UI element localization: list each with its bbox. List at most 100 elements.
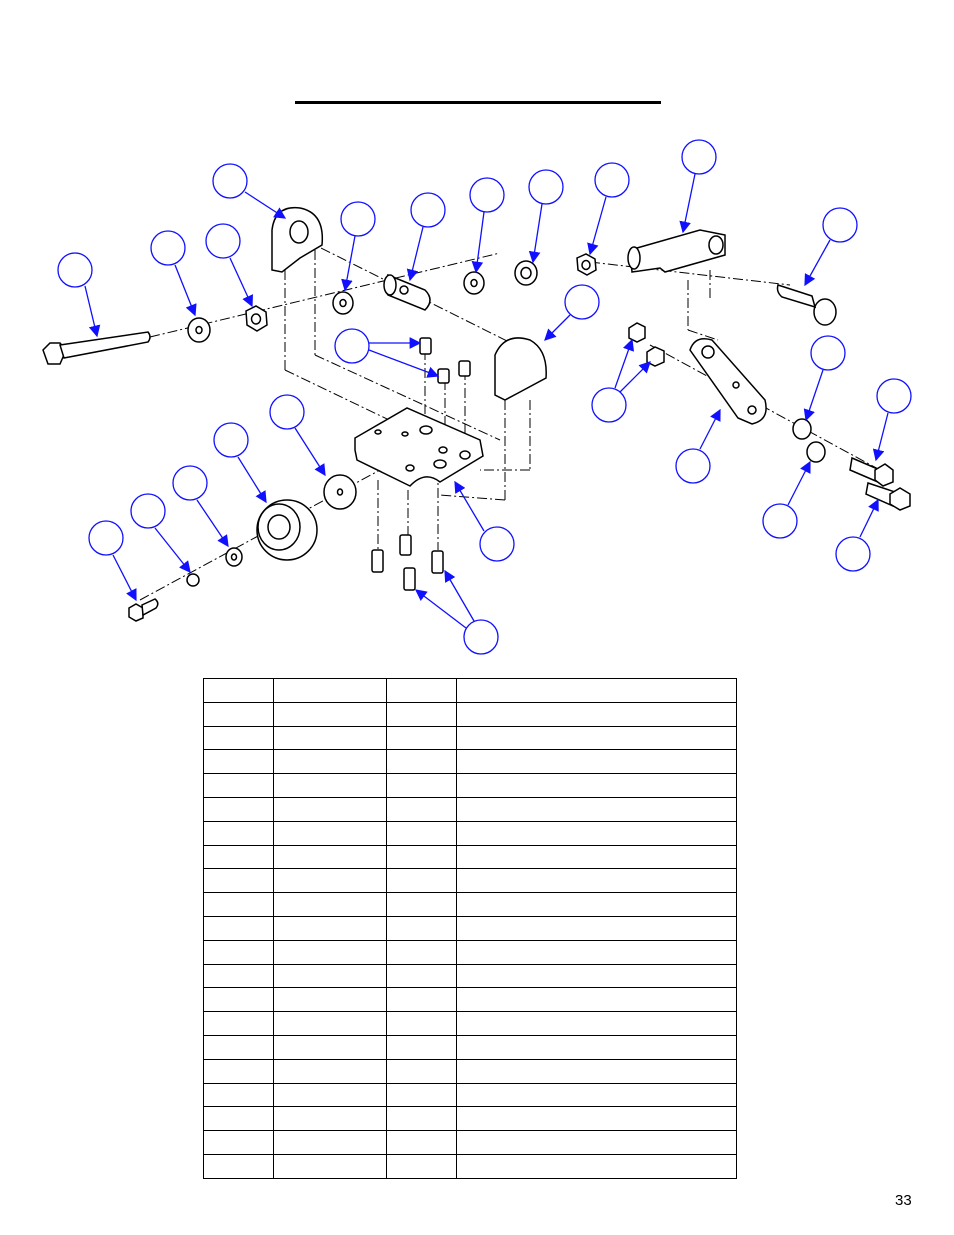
callout-balloons	[57, 139, 912, 655]
table-row	[203, 1034, 737, 1060]
table-cell	[273, 701, 387, 727]
table-cell	[386, 1034, 457, 1060]
table-cell	[273, 1153, 387, 1179]
table-cell	[273, 1034, 387, 1060]
table-cell	[386, 915, 457, 941]
table-cell	[456, 1130, 737, 1155]
table-row	[203, 868, 737, 894]
table-cell	[273, 1011, 387, 1036]
table-cell	[273, 1130, 387, 1155]
table-row	[203, 796, 737, 822]
table-cell	[273, 1106, 387, 1132]
table-row	[203, 1082, 737, 1108]
table-row	[203, 1130, 737, 1155]
table-cell	[273, 1058, 387, 1084]
table-cell	[456, 725, 737, 751]
table-cell	[456, 892, 737, 917]
table-row	[203, 725, 737, 751]
table-row	[203, 749, 737, 775]
table-row	[203, 987, 737, 1013]
table-cell	[273, 963, 387, 989]
table-row	[203, 1106, 737, 1132]
table-cell	[386, 939, 457, 965]
table-row	[203, 701, 737, 727]
table-cell	[273, 773, 387, 798]
table-cell	[203, 892, 274, 917]
table-cell	[203, 749, 274, 775]
table-cell	[386, 1058, 457, 1084]
table-cell	[273, 987, 387, 1013]
table-cell	[203, 915, 274, 941]
exploded-assembly-diagram	[42, 139, 912, 655]
table-cell	[203, 963, 274, 989]
table-cell	[203, 1082, 274, 1108]
table-cell	[456, 701, 737, 727]
table-cell	[456, 1153, 737, 1179]
table-cell	[456, 844, 737, 870]
table-cell	[273, 1082, 387, 1108]
table-cell	[273, 939, 387, 965]
table-row	[203, 1011, 737, 1036]
table-cell	[386, 1153, 457, 1179]
table-row	[203, 963, 737, 989]
table-cell	[386, 796, 457, 822]
table-cell	[203, 796, 274, 822]
table-cell	[203, 1011, 274, 1036]
table-cell	[456, 915, 737, 941]
table-cell	[203, 1058, 274, 1084]
table-cell	[273, 844, 387, 870]
table-row	[203, 1153, 737, 1179]
table-cell	[203, 725, 274, 751]
table-cell	[386, 725, 457, 751]
table-cell	[456, 1034, 737, 1060]
table-cell	[203, 1153, 274, 1179]
table-cell	[273, 796, 387, 822]
table-cell	[203, 844, 274, 870]
table-cell	[203, 868, 274, 894]
table-cell	[203, 701, 274, 727]
table-cell	[386, 678, 457, 703]
parts-list-table	[203, 678, 737, 1179]
table-cell	[386, 749, 457, 775]
table-row	[203, 939, 737, 965]
table-cell	[456, 939, 737, 965]
table-cell	[456, 1058, 737, 1084]
table-cell	[456, 1082, 737, 1108]
table-cell	[386, 1082, 457, 1108]
table-cell	[386, 701, 457, 727]
title-underline	[295, 101, 661, 104]
table-cell	[386, 963, 457, 989]
table-cell	[386, 868, 457, 894]
table-cell	[273, 678, 387, 703]
table-row	[203, 678, 737, 703]
table-row	[203, 915, 737, 941]
table-cell	[203, 678, 274, 703]
table-cell	[456, 796, 737, 822]
table-cell	[203, 939, 274, 965]
table-cell	[273, 820, 387, 846]
table-cell	[386, 1130, 457, 1155]
table-cell	[456, 868, 737, 894]
table-cell	[456, 1106, 737, 1132]
table-cell	[386, 1011, 457, 1036]
assembly-parts	[42, 206, 911, 622]
table-cell	[386, 892, 457, 917]
table-cell	[203, 1106, 274, 1132]
table-cell	[273, 749, 387, 775]
table-cell	[386, 844, 457, 870]
long-bolt	[42, 331, 151, 365]
table-cell	[456, 678, 737, 703]
table-cell	[456, 1011, 737, 1036]
page-number: 33	[895, 1192, 912, 1209]
table-cell	[386, 820, 457, 846]
table-cell	[386, 987, 457, 1013]
table-row	[203, 892, 737, 917]
table-cell	[273, 725, 387, 751]
table-cell	[456, 820, 737, 846]
table-row	[203, 1058, 737, 1084]
table-cell	[456, 773, 737, 798]
table-cell	[273, 915, 387, 941]
table-cell	[456, 963, 737, 989]
table-cell	[386, 1106, 457, 1132]
table-cell	[386, 773, 457, 798]
